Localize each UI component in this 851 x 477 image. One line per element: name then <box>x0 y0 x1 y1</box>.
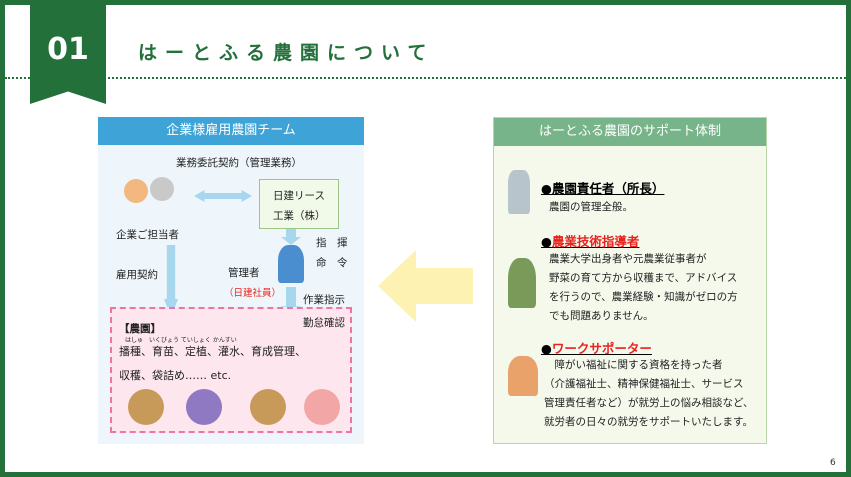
role-body: 農園の管理全般。 <box>549 201 633 213</box>
page-title: はーとふる農園について <box>138 42 435 64</box>
role-heading: ●ワークサポーター <box>541 341 652 356</box>
manager-label: 管理者 <box>228 267 260 279</box>
double-arrow-icon <box>194 190 252 202</box>
team-panel: 企業様雇用農園チーム 業務委託契約（管理業務） 日建リース 工業（株） 企業ご担… <box>98 117 364 444</box>
attendance-label: 勤怠確認 <box>303 317 345 329</box>
farm-tasks-1: 播種、育苗、定植、灌水、育成管理、 <box>119 345 306 358</box>
support-panel: はーとふる農園のサポート体制 ●農園責任者（所長） 農園の管理全般。 ●農業技術… <box>493 117 767 444</box>
page-number: 6 <box>830 458 836 468</box>
role-heading: ●農園責任者（所長） <box>541 181 665 196</box>
team-panel-title: 企業様雇用農園チーム <box>98 117 364 145</box>
role-body: 障がい福祉に関する資格を持った者（介護福祉士、精神保健福祉士、サービス管理責任者… <box>544 359 754 428</box>
farm-area: 【農園】 はしゅ いくびょう ていしょく かんすい 播種、育苗、定植、灌水、育成… <box>110 307 352 433</box>
company-box: 日建リース 工業（株） <box>259 179 339 229</box>
section-number: 01 <box>47 32 89 67</box>
client-label: 企業ご担当者 <box>116 229 179 241</box>
manager-note: （日建社員） <box>224 288 282 299</box>
company-name-2: 工業（株） <box>273 210 326 222</box>
role-heading: ●農業技術指導者 <box>541 234 640 249</box>
instructor-person-icon <box>508 258 536 308</box>
section-ribbon <box>30 0 106 104</box>
farmer-icon <box>304 389 340 425</box>
down-arrow-icon <box>164 245 178 317</box>
client-person-icon-2 <box>150 177 174 201</box>
farm-label: 【農園】 <box>119 323 161 335</box>
contract-label: 業務委託契約（管理業務） <box>176 157 302 169</box>
divider <box>5 77 846 79</box>
manager-person-icon <box>278 245 304 283</box>
role-body: 農業大学出身者や元農業従事者が野菜の育て方から収穫まで、アドバイスを行うので、農… <box>549 253 738 322</box>
farm-tasks-2: 収穫、袋詰め…… etc. <box>119 369 232 382</box>
supporter-person-icon <box>508 356 538 396</box>
farmer-icon <box>186 389 222 425</box>
work-instructions-label: 作業指示 <box>303 292 345 307</box>
client-person-icon <box>124 179 148 203</box>
ruby-text: はしゅ いくびょう ていしょく かんすい <box>125 337 237 344</box>
support-panel-title: はーとふる農園のサポート体制 <box>494 118 766 146</box>
farmer-icon <box>250 389 286 425</box>
down-arrow-icon <box>281 229 301 245</box>
director-person-icon <box>508 170 530 214</box>
farmer-icon <box>128 389 164 425</box>
command-label: 指 揮命 令 <box>316 237 348 269</box>
employment-label: 雇用契約 <box>116 269 158 281</box>
company-name-1: 日建リース <box>273 190 325 202</box>
